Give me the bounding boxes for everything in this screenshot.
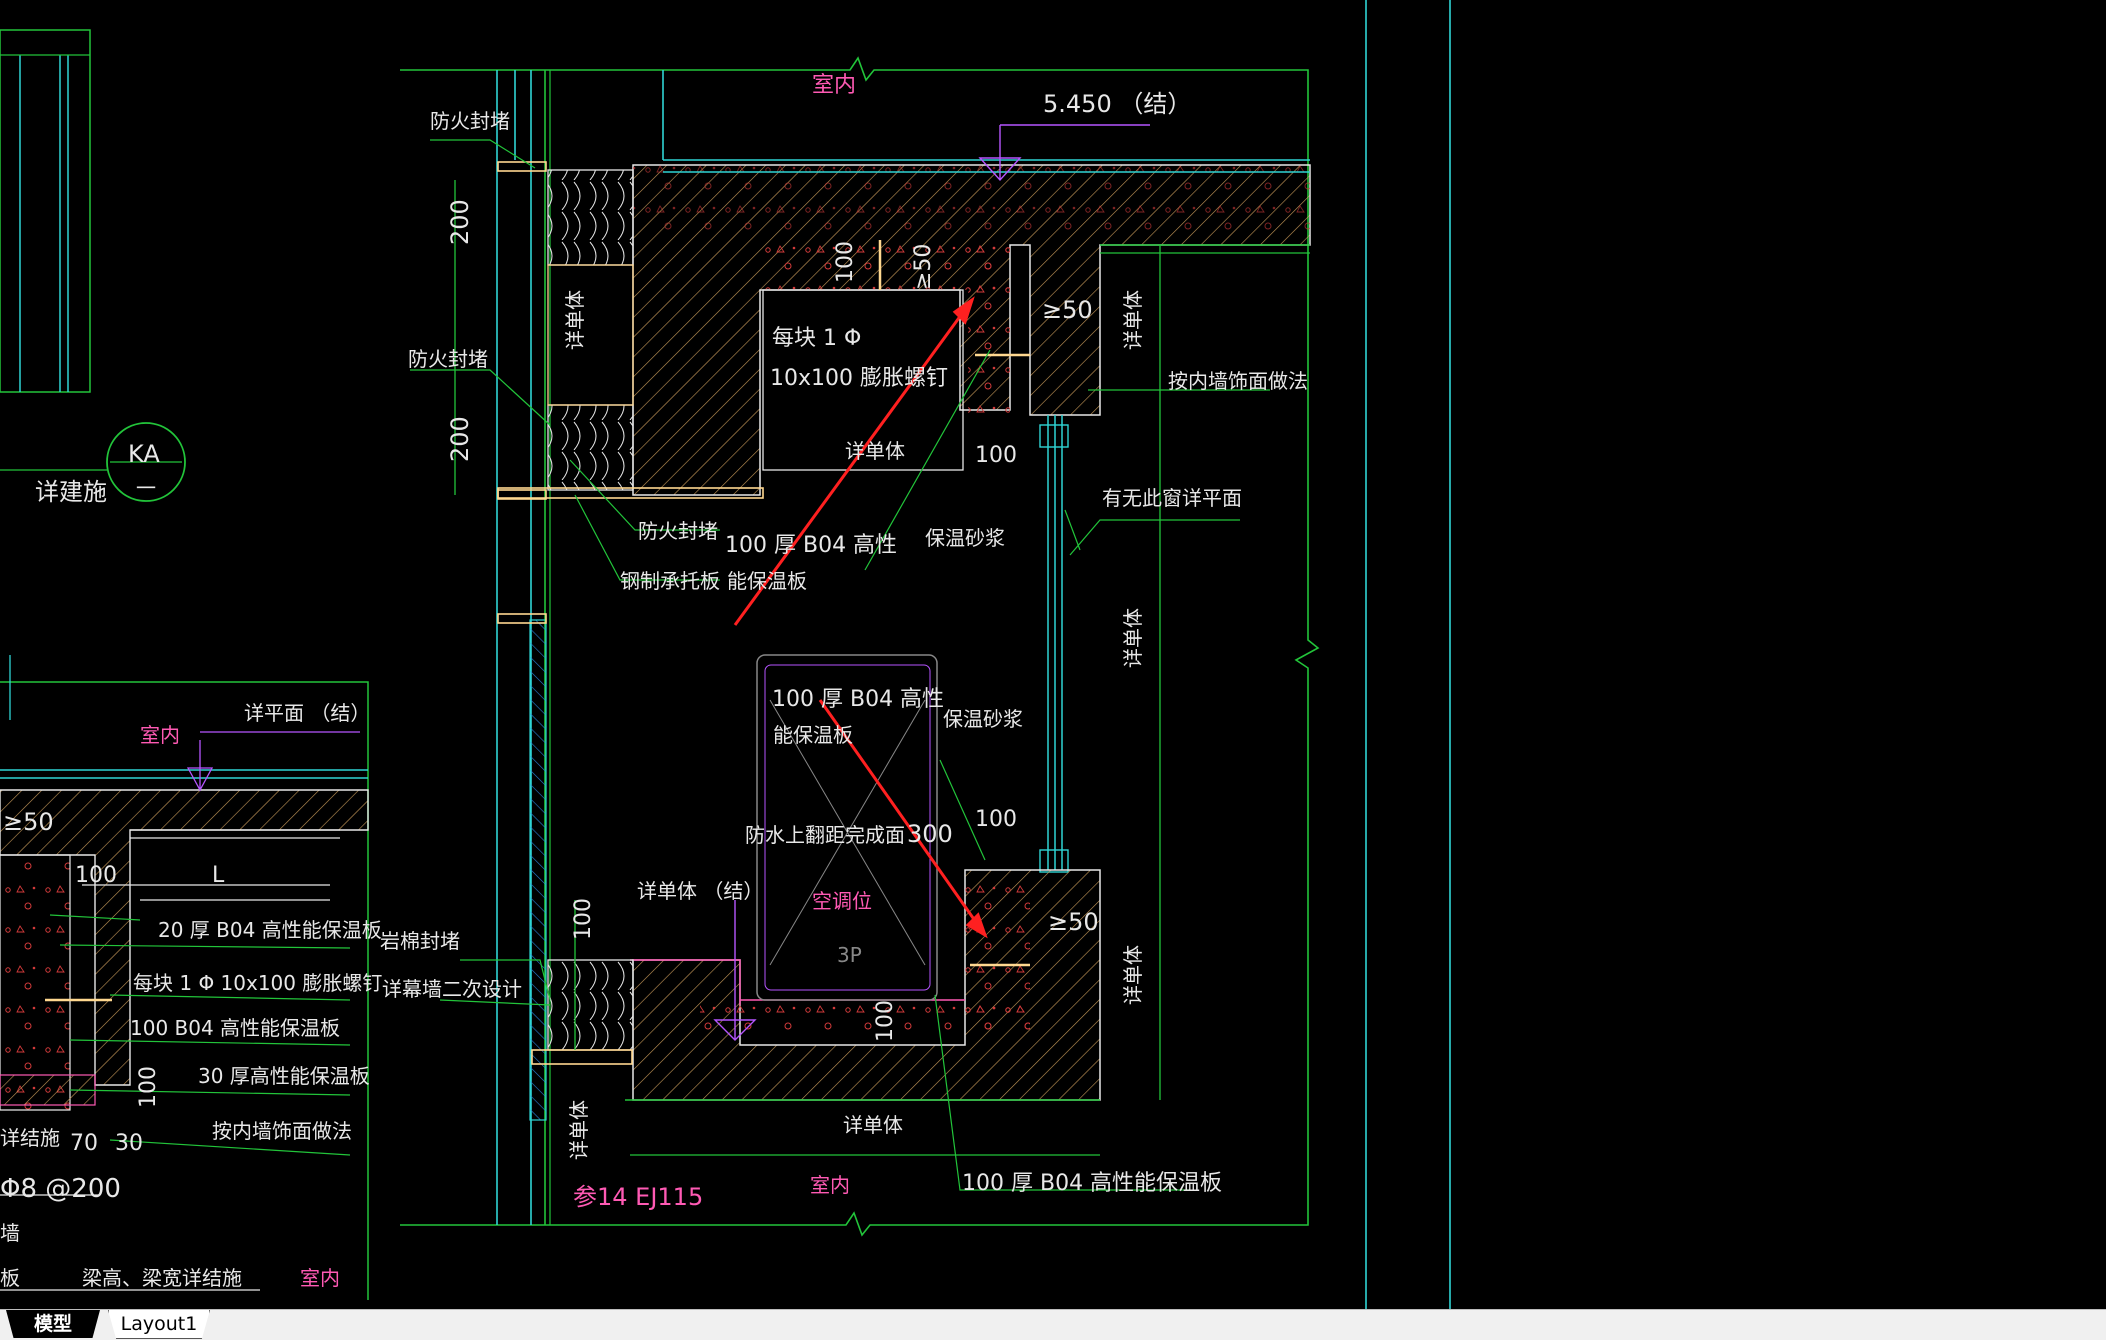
label-dim-100-bottom: 100 xyxy=(873,1000,898,1042)
ka-section-circle xyxy=(106,422,186,502)
label-see-arch: 详建施 xyxy=(35,478,107,506)
label-dim-100-left-v: 100 xyxy=(571,898,596,940)
label-ref-ej: 参14 EJ115 xyxy=(573,1183,703,1211)
cad-model-space[interactable]: 室内 5.450 （结） 防火封堵 防火封堵 防火封堵 200 200 详单体 … xyxy=(0,0,2106,1309)
label-follow-inner-wall: 按内墙饰面做法 xyxy=(1168,369,1308,393)
label-indoor-bottom-left: 室内 xyxy=(300,1266,340,1290)
tab-model[interactable]: 模型 xyxy=(6,1310,100,1338)
label-firestop-1: 防火封堵 xyxy=(430,109,510,133)
label-dim-ge50-top: ≥50 xyxy=(911,244,936,290)
label-see-unit-mid: 详单体 xyxy=(845,439,905,463)
label-see-unit-bottom: 详单体 xyxy=(843,1113,903,1137)
label-see-unit-bottom-v: 详单体 xyxy=(567,1100,591,1160)
label-ac-3p: 3P xyxy=(837,943,862,967)
label-left-100board: 100 B04 高性能保温板 xyxy=(130,1016,340,1040)
label-dim-ge50-bottom: ≥50 xyxy=(1048,908,1099,936)
label-indoor-left: 室内 xyxy=(140,723,180,747)
label-see-unit-struct: 详单体 （结） xyxy=(637,879,763,903)
label-left-beam: 梁高、梁宽详结施 xyxy=(82,1266,242,1290)
layout-tab-bar: 模型 Layout1 xyxy=(0,1309,2106,1340)
label-curtain-wall: 详幕墙二次设计 xyxy=(382,977,522,1001)
label-waterproof: 防水上翻距完成面 xyxy=(745,823,905,847)
red-arrows xyxy=(733,296,988,939)
label-dim-100-top: 100 xyxy=(833,241,858,283)
label-left-30: 30 xyxy=(115,1131,143,1156)
label-left-inner-wall: 按内墙饰面做法 xyxy=(212,1119,352,1143)
label-left-30board: 30 厚高性能保温板 xyxy=(198,1064,370,1088)
label-ka: KA xyxy=(128,440,160,468)
ac-unit xyxy=(756,654,938,1001)
label-bolt-2: 10x100 膨胀螺钉 xyxy=(770,366,948,391)
label-dim-ge50-right: ≥50 xyxy=(1042,296,1093,324)
label-dim-200-b: 200 xyxy=(446,416,474,462)
label-see-unit-vert-left: 详单体 xyxy=(563,290,587,350)
label-board-100-3: 100 厚 B04 高性 xyxy=(772,687,944,712)
label-indoor-bottom: 室内 xyxy=(810,1173,850,1197)
label-insulation-mortar-2: 保温砂浆 xyxy=(943,707,1023,731)
label-firestop-3: 防火封堵 xyxy=(638,519,718,543)
label-dim-100-mid2: 100 xyxy=(975,807,1017,832)
label-left-bolt: 每块 1 Φ 10x100 膨胀螺钉 xyxy=(133,971,382,995)
label-left-20board: 20 厚 B04 高性能保温板 xyxy=(158,918,382,942)
label-left-100-v: 100 xyxy=(136,1066,161,1108)
label-steel-bracket: 钢制承托板 xyxy=(620,569,720,593)
label-left-board: 板 xyxy=(0,1266,20,1290)
label-board-100-1: 100 厚 B04 高性 xyxy=(725,533,897,558)
label-left-plan: 详平面 （结） xyxy=(244,701,370,725)
label-see-unit-right-3: 详单体 xyxy=(1121,945,1145,1005)
main-detail xyxy=(400,56,1320,1237)
label-firestop-2: 防火封堵 xyxy=(408,347,488,371)
label-left-L: L xyxy=(212,863,225,888)
label-ka-sub: 一 xyxy=(136,476,156,500)
tab-layout1[interactable]: Layout1 xyxy=(108,1310,210,1339)
label-bolt-1: 每块 1 Φ xyxy=(772,326,861,351)
label-indoor-top: 室内 xyxy=(812,73,856,98)
label-insulation-mortar-1: 保温砂浆 xyxy=(925,526,1005,550)
label-board-100-4: 能保温板 xyxy=(773,723,853,747)
label-window-note: 有无此窗详平面 xyxy=(1102,486,1242,510)
label-rock-wool: 岩棉封堵 xyxy=(380,929,460,953)
cad-drawing[interactable]: 室内 5.450 （结） 防火封堵 防火封堵 防火封堵 200 200 详单体 … xyxy=(0,0,2106,1309)
label-left-ge50: ≥50 xyxy=(3,808,54,836)
label-elevation: 5.450 （结） xyxy=(1043,90,1191,118)
label-dim-300: 300 xyxy=(907,820,953,848)
label-left-70: 70 xyxy=(70,1131,98,1156)
label-dim-100-mid: 100 xyxy=(975,443,1017,468)
label-see-unit-right-2: 详单体 xyxy=(1121,608,1145,668)
label-left-100: 100 xyxy=(75,863,117,888)
label-dim-200-a: 200 xyxy=(446,199,474,245)
label-left-rebar: Φ8 @200 xyxy=(0,1174,121,1204)
left-detail xyxy=(0,29,369,1300)
label-left-struct: 详结施 xyxy=(0,1126,60,1150)
label-board-100-bottom: 100 厚 B04 高性能保温板 xyxy=(962,1171,1222,1196)
label-left-wall: 墙 xyxy=(0,1221,20,1245)
label-board-100-2: 能保温板 xyxy=(727,569,807,593)
label-see-unit-right-1: 详单体 xyxy=(1121,290,1145,350)
label-ac-position: 空调位 xyxy=(812,889,872,913)
